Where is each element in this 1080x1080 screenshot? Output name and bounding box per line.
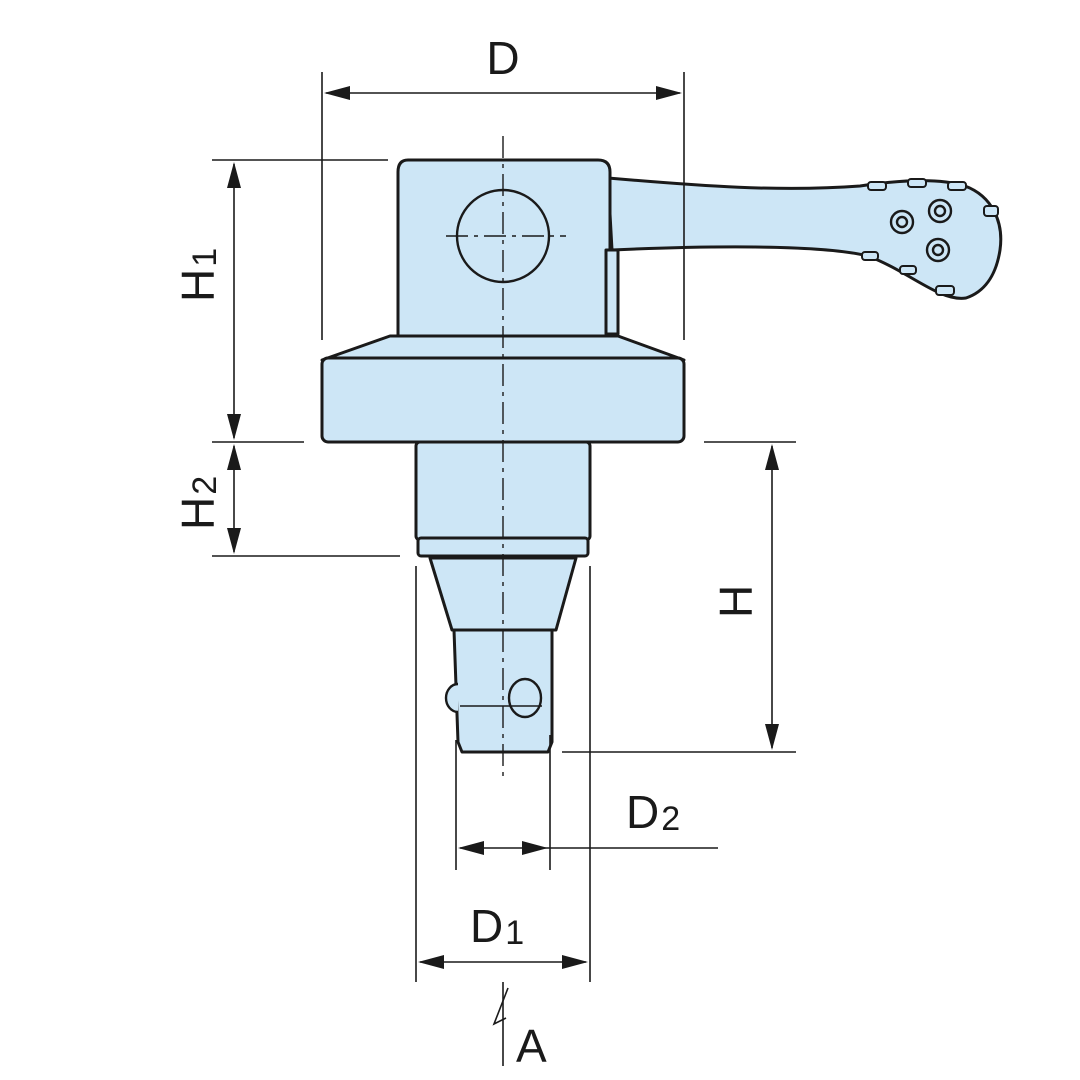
- extension-lines: [212, 72, 796, 982]
- dimension-D: [324, 86, 682, 100]
- label-A: A: [516, 1020, 547, 1072]
- dimension-D1: [418, 955, 588, 969]
- lever-root: [604, 248, 620, 336]
- label-D: D: [486, 32, 519, 84]
- label-D1: D1: [470, 900, 524, 952]
- center-lines: [446, 136, 566, 780]
- label-H: H: [710, 585, 762, 618]
- label-H1: H1: [172, 248, 224, 302]
- dimension-H: [765, 444, 779, 750]
- lever-handle: [606, 176, 1003, 300]
- dimension-D2: [458, 841, 718, 855]
- dimension-H1: [227, 162, 241, 440]
- clamp-part: [320, 158, 1003, 754]
- pin-ball-right: [507, 677, 543, 719]
- lever-studs: [861, 178, 999, 296]
- pin-ball-left: [444, 682, 459, 714]
- view-arrow-A: [492, 982, 509, 1066]
- dimension-H2: [227, 444, 241, 554]
- label-D2: D2: [626, 786, 680, 838]
- label-H2: H2: [172, 476, 224, 530]
- lever-holes: [889, 198, 953, 263]
- locating-pin: [452, 628, 554, 754]
